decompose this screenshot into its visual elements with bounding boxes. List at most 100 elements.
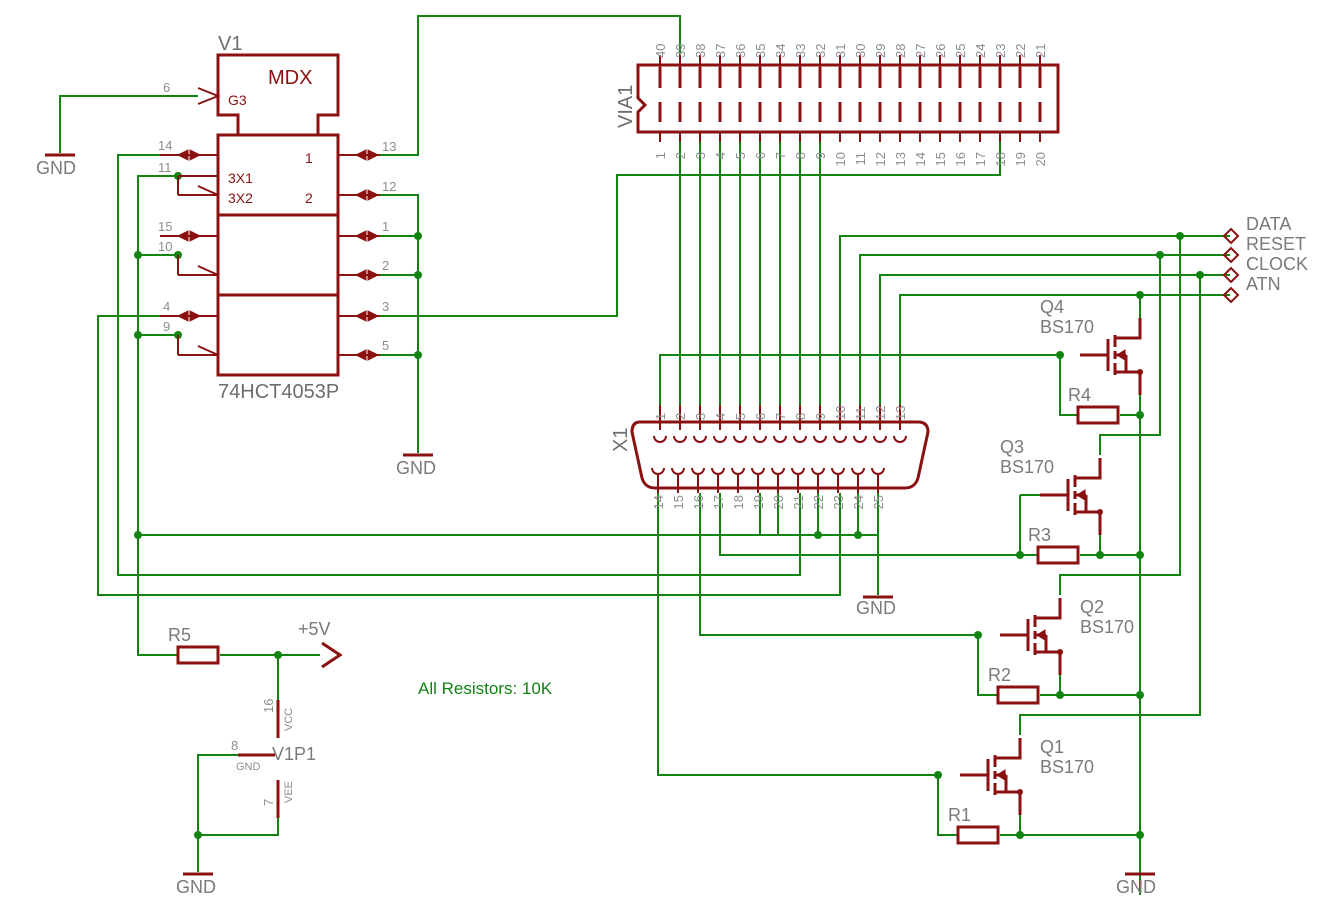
x1-top-socket	[813, 435, 827, 443]
gnd-label-5: GND	[1116, 877, 1156, 897]
via-top-pin-label: 37	[713, 44, 728, 58]
v1-in2: 3X2	[228, 190, 253, 206]
x1-top-pin-label: 4	[713, 413, 728, 420]
x1-bottom-pin-label: 20	[771, 495, 786, 509]
x1-bottom-pin-label: 18	[731, 495, 746, 509]
v1p1-vee: VEE	[283, 781, 295, 803]
via-bottom-pin-label: 1	[653, 152, 668, 159]
x1-top-socket	[673, 435, 687, 443]
v1-in1: 3X1	[228, 170, 253, 186]
transistors	[960, 318, 1143, 815]
via-top-pin-label: 38	[693, 44, 708, 58]
pin-9: 9	[163, 319, 170, 334]
q4-type: BS170	[1040, 317, 1094, 337]
x1-bottom-pin-label: 25	[871, 495, 886, 509]
signal-clock: CLOCK	[1246, 254, 1308, 274]
via-bottom-pin-label: 7	[773, 152, 788, 159]
via-bottom-pin-label: 13	[893, 152, 908, 166]
via-top-pin-label: 32	[813, 44, 828, 58]
v1p1-vcc: VCC	[283, 708, 295, 731]
pin-12: 12	[382, 179, 396, 194]
via-top-pin-label: 27	[913, 44, 928, 58]
v1-part: 74HCT4053P	[218, 381, 339, 403]
gnd-label-1: GND	[36, 158, 76, 178]
gnd-label-3: GND	[856, 598, 896, 618]
x1-top-pin-label: 9	[813, 413, 828, 420]
signal-diamonds	[1222, 227, 1240, 304]
pin-5: 5	[382, 338, 389, 353]
v1-out1: 1	[305, 150, 313, 166]
x1-top-socket	[693, 435, 707, 443]
signal-reset: RESET	[1246, 234, 1306, 254]
x1-top-pin-label: 6	[753, 413, 768, 420]
x1-top-socket	[853, 435, 867, 443]
v1-out2: 2	[305, 190, 313, 206]
via-top-pin-label: 21	[1033, 44, 1048, 58]
x1-bottom-socket	[771, 467, 785, 475]
x1-top-socket	[773, 435, 787, 443]
pin-13: 13	[382, 139, 396, 154]
x1-top-socket	[653, 435, 667, 443]
via-top-pin-label: 35	[753, 44, 768, 58]
via1-header: 4013923833743653563473383293110301129122…	[636, 44, 1060, 166]
x1-top-pin-label: 12	[873, 406, 888, 420]
q2-type: BS170	[1080, 617, 1134, 637]
signal-atn: ATN	[1246, 274, 1281, 294]
via-top-pin-label: 24	[973, 44, 988, 58]
r4-label: R4	[1068, 385, 1091, 405]
x1-top-pin-label: 11	[853, 407, 868, 421]
via-top-pin-label: 23	[993, 44, 1008, 58]
pin-2: 2	[382, 258, 389, 273]
x1-bottom-socket	[811, 467, 825, 475]
v1p1-gnd: GND	[236, 761, 261, 773]
q4-name: Q4	[1040, 297, 1064, 317]
v1p1-pin8: 8	[231, 738, 238, 753]
x1-bottom-pin-label: 19	[751, 495, 766, 509]
x1-bottom-pin-label: 17	[711, 495, 726, 509]
via-bottom-pin-label: 8	[793, 152, 808, 159]
x1-top-socket	[833, 435, 847, 443]
vcc-label: +5V	[298, 619, 331, 639]
via-bottom-pin-label: 5	[733, 152, 748, 159]
via-bottom-pin-label: 17	[973, 152, 988, 166]
mosfet-symbol	[960, 738, 1023, 815]
gnd-symbols	[45, 153, 1155, 876]
via-top-pin-label: 30	[853, 44, 868, 58]
via-top-pin-label: 36	[733, 44, 748, 58]
via-bottom-pin-label: 3	[693, 152, 708, 159]
via-bottom-pin-label: 12	[873, 152, 888, 166]
signal-data: DATA	[1246, 214, 1291, 234]
via-top-pin-label: 26	[933, 44, 948, 58]
v1p1-pin7: 7	[261, 799, 276, 806]
x1-bottom-socket	[651, 467, 665, 475]
x1-bottom-socket	[691, 467, 705, 475]
via1-name: VIA1	[615, 85, 637, 128]
v1p1-pin16: 16	[261, 699, 276, 713]
via-top-pin-label: 39	[673, 44, 688, 58]
pin-4: 4	[163, 299, 170, 314]
q3-type: BS170	[1000, 457, 1054, 477]
x1-top-socket	[733, 435, 747, 443]
x1-top-socket	[873, 435, 887, 443]
pin-15: 15	[158, 219, 172, 234]
x1-bottom-socket	[751, 467, 765, 475]
via-bottom-pin-label: 15	[933, 152, 948, 166]
x1-top-pin-label: 8	[793, 413, 808, 420]
gnd-label-2: GND	[396, 458, 436, 478]
via-bottom-pin-label: 10	[833, 152, 848, 166]
x1-top-pin-label: 1	[653, 413, 668, 420]
via-top-pin-label: 29	[873, 44, 888, 58]
via-bottom-pin-label: 4	[713, 152, 728, 159]
q3-name: Q3	[1000, 437, 1024, 457]
pin-1: 1	[382, 219, 389, 234]
x1-bottom-pin-label: 23	[831, 495, 846, 509]
x1-top-pin-label: 5	[733, 413, 748, 420]
x1-top-pin-label: 10	[833, 406, 848, 420]
x1-top-socket	[753, 435, 767, 443]
x1-top-socket	[713, 435, 727, 443]
q1-name: Q1	[1040, 737, 1064, 757]
pin-11: 11	[158, 160, 172, 175]
pin-14: 14	[158, 138, 172, 153]
resistors	[176, 405, 1120, 845]
